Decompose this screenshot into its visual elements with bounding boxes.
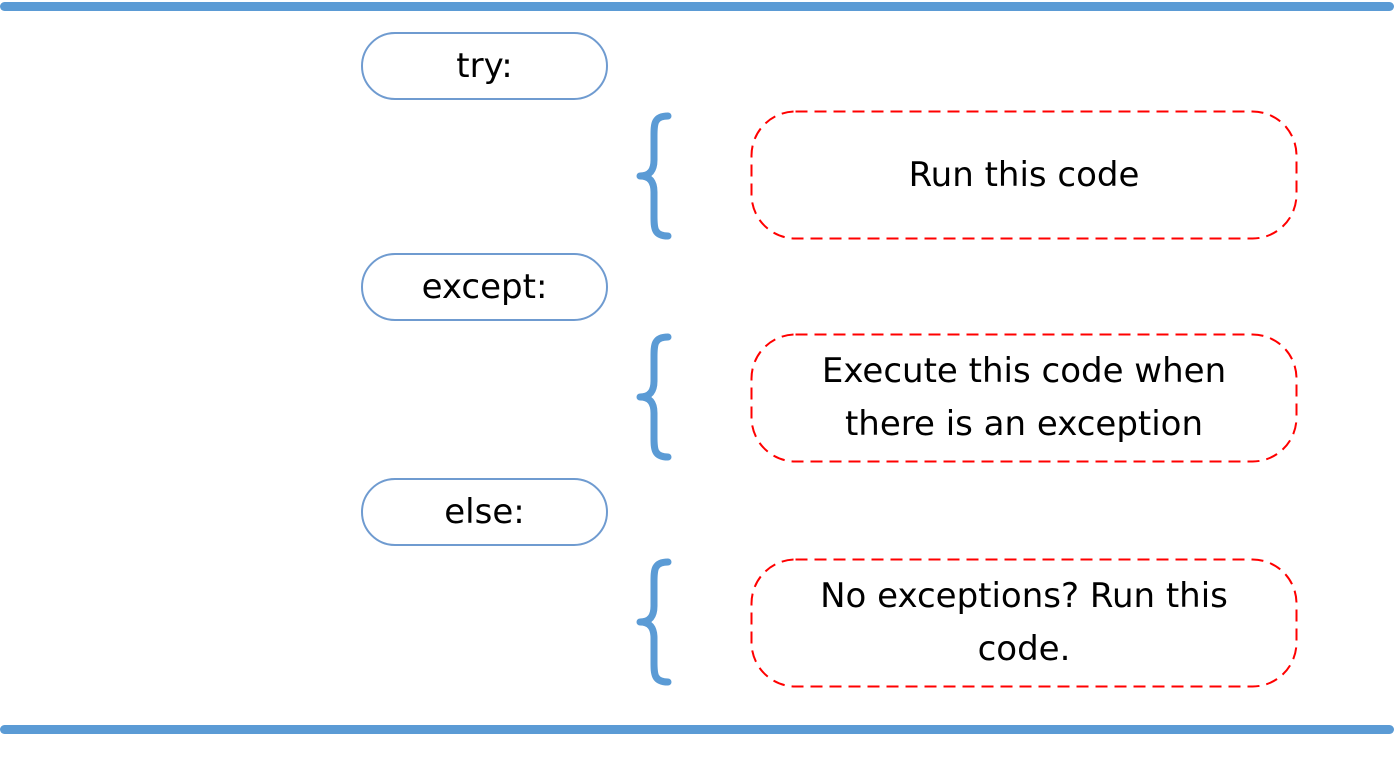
bottom-rule [0, 725, 1394, 734]
else-keyword-label: else: [444, 492, 525, 532]
try-brace-icon [630, 110, 678, 242]
except-keyword-box: except: [361, 253, 608, 321]
top-rule [0, 2, 1394, 11]
try-action-text: Run this code [908, 154, 1140, 195]
else-action-box: No exceptions? Run this code. [750, 558, 1298, 688]
try-action-box: Run this code [750, 110, 1298, 240]
try-keyword-label: try: [456, 46, 513, 86]
else-brace-icon [630, 556, 678, 688]
else-keyword-box: else: [361, 478, 608, 546]
except-brace-icon [630, 331, 678, 463]
else-action-text: No exceptions? Run this code. [820, 576, 1228, 669]
try-keyword-box: try: [361, 32, 608, 100]
except-keyword-label: except: [421, 267, 548, 307]
except-action-text: Execute this code when there is an excep… [821, 351, 1227, 444]
except-action-box: Execute this code when there is an excep… [750, 333, 1298, 463]
